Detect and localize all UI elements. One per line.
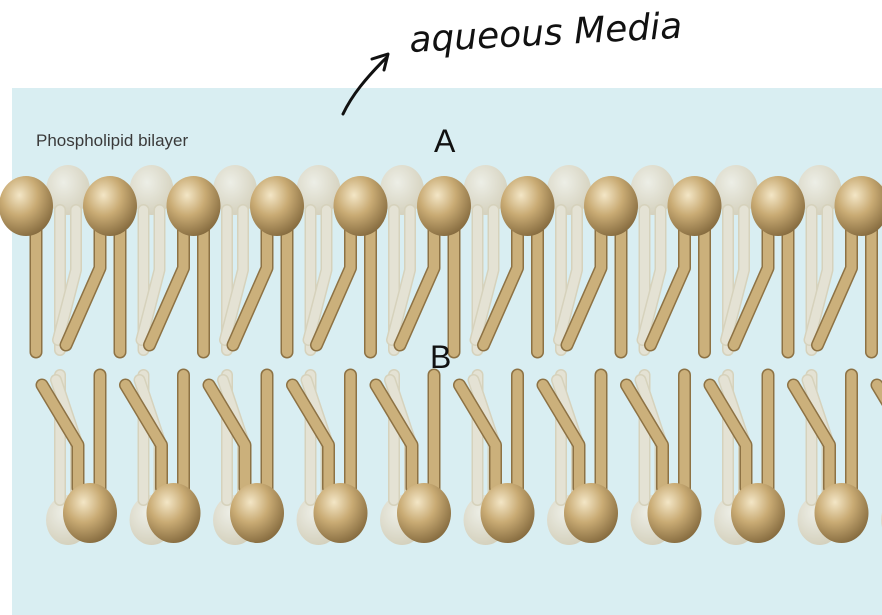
lipid-head-top xyxy=(167,176,221,236)
lipid-head-bottom xyxy=(731,483,785,543)
lipid-head-top xyxy=(334,176,388,236)
handwritten-annotation: aqueous Media xyxy=(408,6,683,61)
lipid-head-bottom xyxy=(648,483,702,543)
label-b: B xyxy=(430,339,451,375)
lipid-head-bottom xyxy=(63,483,117,543)
lipid-head-bottom xyxy=(564,483,618,543)
label-a: A xyxy=(434,123,456,159)
lipid-head-bottom xyxy=(815,483,869,543)
lipid-head-top xyxy=(83,176,137,236)
lipid-head-bottom xyxy=(230,483,284,543)
lipid-head-top xyxy=(0,176,53,236)
lipid-head-top xyxy=(417,176,471,236)
lipid-head-bottom xyxy=(397,483,451,543)
lipid-head-top xyxy=(668,176,722,236)
lipid-head-bottom xyxy=(481,483,535,543)
lipid-head-top xyxy=(501,176,555,236)
lipid-head-bottom xyxy=(314,483,368,543)
lipid-head-bottom xyxy=(147,483,201,543)
diagram-title: Phospholipid bilayer xyxy=(36,131,188,150)
lipid-head-top xyxy=(250,176,304,236)
lipid-head-top xyxy=(751,176,805,236)
lipid-head-top xyxy=(584,176,638,236)
